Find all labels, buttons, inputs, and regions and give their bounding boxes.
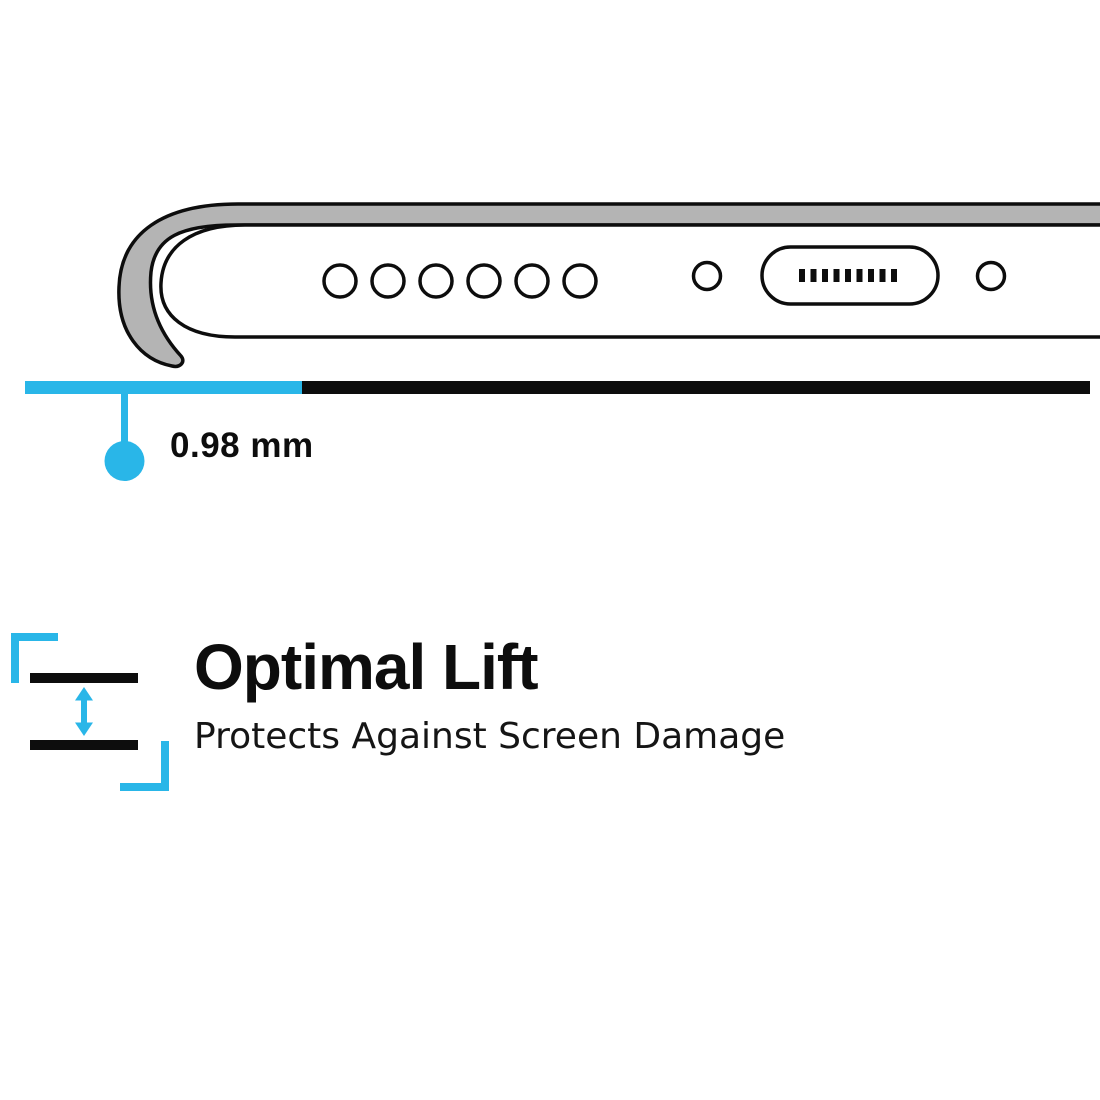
feature-subtitle: Protects Against Screen Damage bbox=[194, 716, 786, 758]
double-arrow-icon bbox=[75, 687, 93, 736]
screw-hole-right bbox=[975, 260, 1007, 292]
lift-gap-icon bbox=[11, 633, 169, 791]
corner-bracket-bottom-right bbox=[120, 741, 169, 791]
speaker-hole bbox=[418, 263, 454, 299]
speaker-hole bbox=[322, 263, 358, 299]
measurement-dot bbox=[104, 441, 145, 481]
phone-body bbox=[159, 223, 1100, 339]
speaker-holes bbox=[322, 263, 598, 299]
measurement-connector bbox=[121, 392, 128, 444]
speaker-hole bbox=[514, 263, 550, 299]
gap-bar-bottom bbox=[30, 740, 138, 750]
feature-section: Optimal Lift Protects Against Screen Dam… bbox=[6, 628, 785, 796]
gap-bar-top bbox=[30, 673, 138, 683]
speaker-hole bbox=[562, 263, 598, 299]
feature-text: Optimal Lift Protects Against Screen Dam… bbox=[194, 628, 785, 757]
ground-line bbox=[302, 381, 1090, 394]
case-shell bbox=[117, 202, 1100, 369]
corner-bracket-top-left bbox=[11, 633, 58, 683]
lift-gap-highlight bbox=[25, 381, 302, 394]
speaker-hole bbox=[370, 263, 406, 299]
charging-port bbox=[760, 245, 940, 306]
measurement-label: 0.98 mm bbox=[170, 426, 314, 465]
speaker-hole bbox=[466, 263, 502, 299]
phone-bottom-diagram bbox=[25, 202, 1100, 481]
feature-title: Optimal Lift bbox=[194, 631, 539, 703]
screw-hole-left bbox=[691, 260, 723, 292]
